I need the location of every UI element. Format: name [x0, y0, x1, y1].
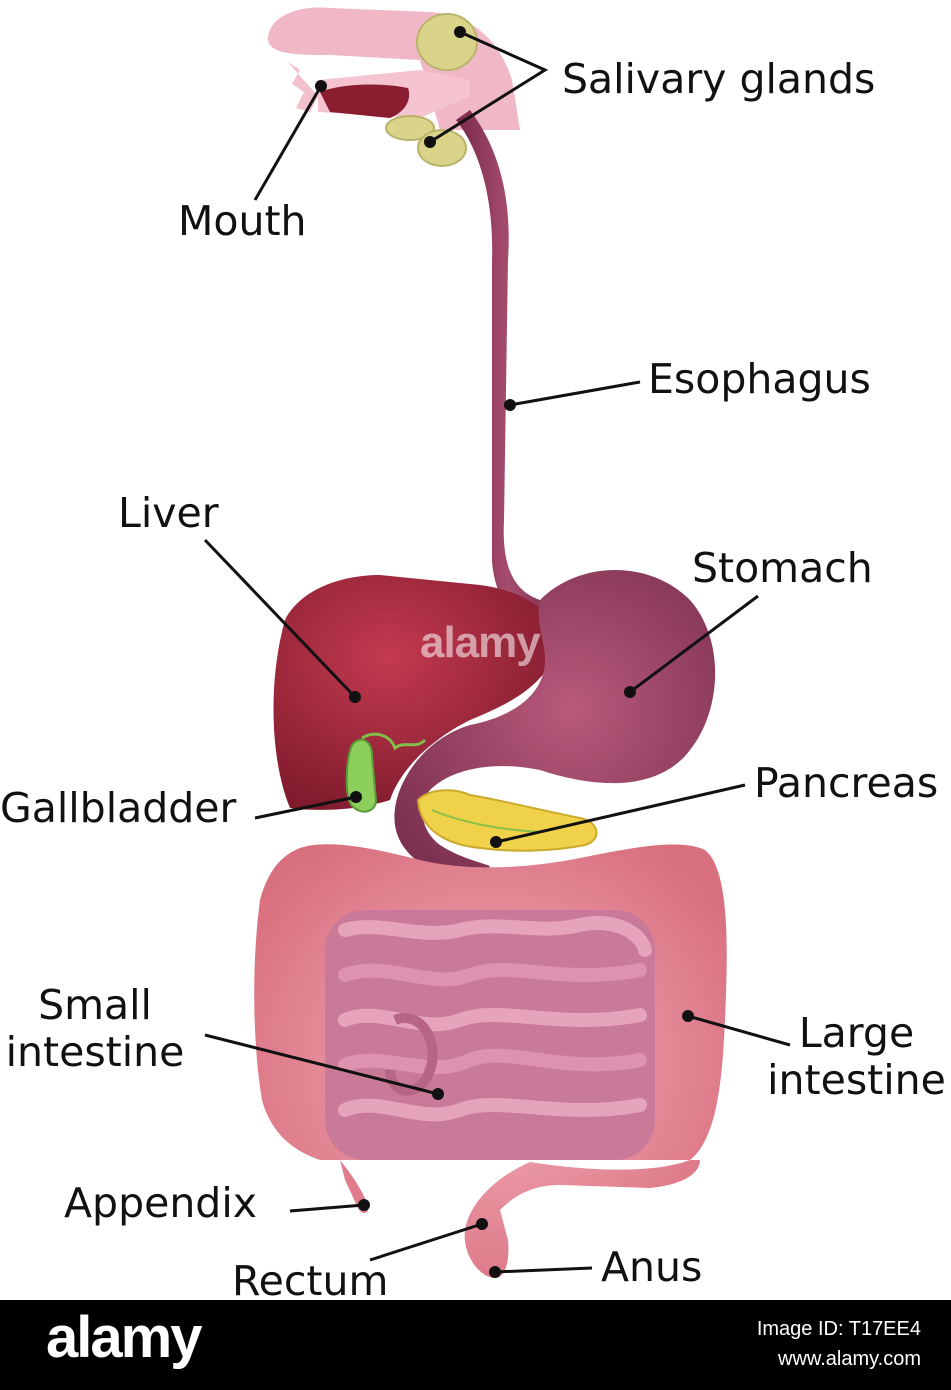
label-mouth: Mouth — [178, 197, 307, 245]
label-small-intestine-line2: intestine — [5, 1028, 185, 1077]
stomach-organ — [394, 570, 716, 880]
label-anus: Anus — [601, 1243, 703, 1291]
stock-footer-bar: alamy Image ID: T17EE4 www.alamy.com — [0, 1300, 951, 1390]
label-gallbladder: Gallbladder — [0, 784, 237, 832]
label-esophagus: Esophagus — [648, 355, 871, 403]
label-large-intestine-line1: Large — [798, 1009, 915, 1057]
label-small-intestine-line1: Small — [38, 981, 152, 1029]
leader-lines — [203, 30, 791, 1274]
label-small-intestine: Small intestine — [0, 981, 190, 1077]
label-pancreas: Pancreas — [754, 759, 939, 807]
label-rectum: Rectum — [232, 1257, 389, 1305]
label-large-intestine-line2: intestine — [767, 1056, 946, 1105]
site-url-text: www.alamy.com — [778, 1348, 921, 1370]
liver-organ — [273, 575, 560, 810]
esophagus-organ — [456, 110, 560, 640]
digestive-system-diagram: alamy Salivary glands Mouth Esophagus Li… — [0, 7, 951, 1305]
label-stomach: Stomach — [692, 544, 873, 592]
leader-dots — [315, 26, 694, 1278]
label-salivary-glands: Salivary glands — [562, 55, 876, 103]
label-appendix: Appendix — [64, 1179, 257, 1227]
digestive-system-illustration — [203, 7, 791, 1278]
small-intestine-organ — [325, 910, 655, 1160]
image-id-text: Image ID: T17EE4 — [756, 1318, 921, 1340]
watermark: alamy — [420, 618, 541, 667]
label-liver: Liver — [118, 489, 219, 537]
salivary-glands-organ — [385, 13, 478, 167]
label-large-intestine: Large intestine — [762, 1009, 951, 1105]
brand-logo: alamy — [46, 1305, 202, 1370]
pancreas-organ — [416, 789, 598, 852]
